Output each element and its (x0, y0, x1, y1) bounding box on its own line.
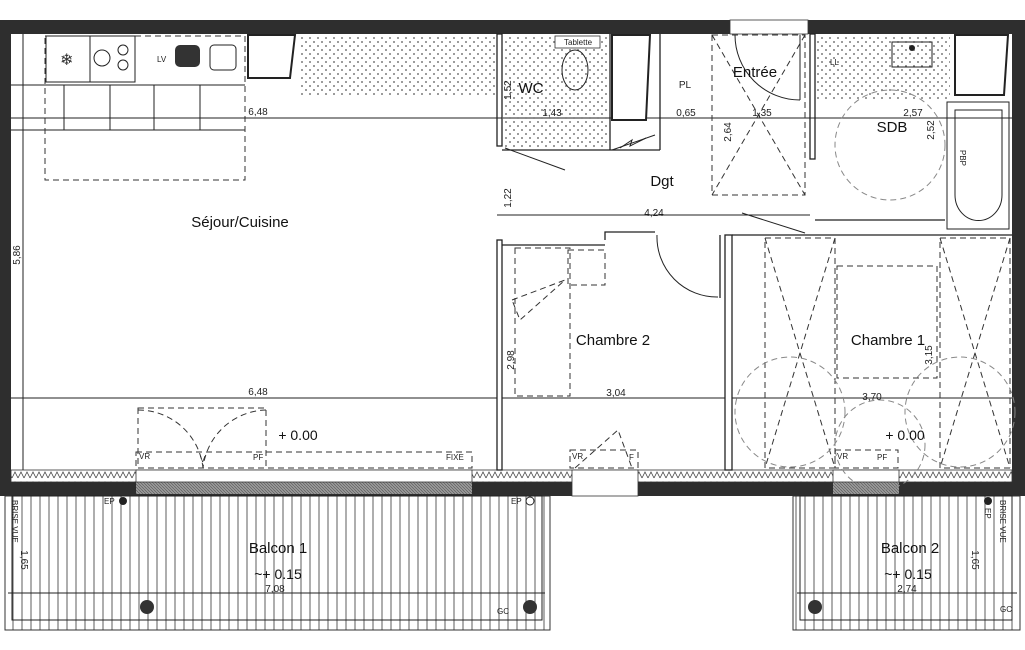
dim-balcon1-width: 7,08 (265, 584, 285, 595)
dim-sdb-depth: 2,52 (926, 120, 937, 140)
washbasin-icon (891, 41, 933, 68)
dim-balcon1-depth: 1,65 (18, 550, 29, 570)
window-label-fixe: FIXE (446, 453, 464, 462)
dim-chambre1-width: 3,70 (862, 392, 882, 403)
dim-chambre2-depth: 2,98 (506, 350, 517, 370)
dim-balcon2-width: 2,74 (897, 584, 917, 595)
brise-vue-left: BRISE VUE (10, 500, 19, 543)
entry-door-swing[interactable] (734, 34, 801, 101)
drainer-icon (175, 45, 200, 67)
bath-label: PBP (958, 150, 967, 166)
interior-walls (496, 33, 1012, 471)
wc-door[interactable] (504, 147, 566, 171)
room-label-entree: Entrée (733, 64, 777, 81)
room-label-sejour: Séjour/Cuisine (191, 214, 289, 231)
exterior-walls (0, 19, 1025, 497)
gc-label-1: GC (497, 607, 509, 616)
window-label-pf: PF (253, 453, 263, 462)
room-label-balcon1: Balcon 1 (249, 540, 307, 557)
toilet-icon (561, 49, 589, 91)
room-label-pl: PL (679, 80, 692, 91)
level-chambre1: + 0.00 (885, 427, 925, 443)
lv-label: LV (157, 55, 167, 64)
dim-sdb-width: 2,57 (903, 108, 923, 119)
ep-label-2: EP (511, 497, 522, 506)
cooktop-icon (93, 49, 111, 67)
window-label-ch1-vr: VR (837, 452, 848, 461)
room-label-chambre1: Chambre 1 (851, 332, 925, 349)
ch2-door-swing[interactable] (656, 234, 719, 298)
sink-icon (209, 44, 237, 71)
dim-chambre2-width: 3,04 (606, 388, 626, 399)
ll-label: LL (830, 58, 839, 67)
dim-entree-width: 1,35 (752, 108, 772, 119)
room-label-balcon2: Balcon 2 (881, 540, 939, 557)
lavabo-label: Tablette (564, 38, 593, 47)
brise-vue-right: BRISE VUE (998, 500, 1007, 543)
balcony-1 (4, 495, 551, 631)
room-label-chambre2: Chambre 2 (576, 332, 650, 349)
dim-dgt-width: 4,24 (644, 208, 664, 219)
window-label-ch1-pf: PF (877, 453, 887, 462)
balcony-2 (792, 495, 1021, 631)
bathtub-icon (946, 101, 1010, 230)
ep-label-1: EP (104, 497, 115, 506)
dim-sejour-width-bottom: 6,48 (248, 387, 268, 398)
dim-sejour-width-top: 6,48 (248, 107, 268, 118)
dim-pl-width: 0,65 (676, 108, 696, 119)
entrance-door-opening[interactable] (729, 19, 809, 35)
cupboard (247, 34, 297, 79)
window-label-ch2-vr: VR (572, 452, 583, 461)
dim-wc-width: 1,43 (542, 108, 562, 119)
dim-dgt-depth: 1,22 (503, 188, 514, 208)
ch1-door[interactable] (741, 212, 806, 234)
electric-panel-icon (619, 137, 647, 149)
dim-wc-depth: 1,52 (503, 80, 514, 100)
dim-chambre1-depth: 3,15 (924, 345, 935, 365)
window-label-ch2-f: F (629, 453, 634, 462)
level-balcon1: ~+ 0.15 (254, 566, 302, 582)
pl-door[interactable] (611, 134, 656, 151)
room-label-dgt: Dgt (650, 173, 674, 190)
level-balcon2: ~+ 0.15 (884, 566, 932, 582)
gc-label-2: GC (1000, 605, 1012, 614)
window-label-vr: VR (139, 452, 150, 461)
ep-label-3: EP (983, 508, 992, 519)
dim-balcon2-depth: 1,65 (969, 550, 980, 570)
room-label-wc: WC (519, 80, 544, 97)
dim-entree-depth: 2,64 (723, 122, 734, 142)
dim-sejour-depth: 5,86 (12, 245, 23, 265)
wc-tiles (502, 36, 607, 148)
window-label-v: V (200, 455, 206, 464)
room-label-sdb: SDB (877, 119, 908, 136)
fridge-icon: ❄ (60, 52, 73, 69)
level-sejour: + 0.00 (278, 427, 318, 443)
kitchen-counter: ❄ LV (11, 34, 495, 181)
